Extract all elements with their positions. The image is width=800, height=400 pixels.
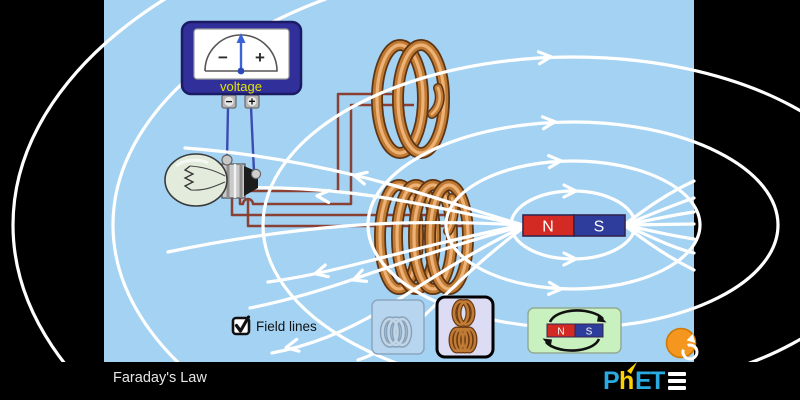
single-coil-icon (379, 316, 413, 348)
bulb-contact-knob-1 (221, 154, 233, 166)
two-loop-coil-back-loop (371, 39, 429, 159)
sim-title: Faraday's Law (113, 370, 207, 386)
bar-magnet[interactable]: N S (522, 214, 626, 237)
coil-picker (371, 295, 495, 359)
field-lines-checkbox[interactable]: Field lines (231, 315, 317, 336)
phet-logo-p: P (603, 367, 620, 395)
phet-logo-h: h (619, 367, 634, 395)
navbar-background (0, 362, 800, 400)
double-coil-icon (448, 299, 478, 354)
flip-north-label: N (557, 327, 564, 338)
field-lines-checkbox-label: Field lines (256, 319, 317, 334)
navbar: Faraday's Law P h E T (0, 362, 800, 400)
rotate-arrows-icon (542, 309, 607, 352)
gauge-plus-label: + (255, 48, 265, 67)
phet-logo-e: E (635, 367, 652, 395)
flip-button-magnet-icon: N S (546, 323, 604, 338)
phet-logo-flag-icon (627, 362, 637, 374)
magnet-north-label: N (542, 219, 554, 236)
gauge-minus-label: − (218, 48, 228, 67)
voltmeter-needle (236, 33, 246, 75)
voltmeter-label: voltage (220, 79, 262, 94)
bulb-glass (164, 153, 228, 207)
flip-magnet-button[interactable]: N S (527, 307, 622, 354)
two-loop-coil (371, 39, 450, 159)
phet-menu-button[interactable] (668, 372, 686, 390)
two-loop-coil-front-loop (392, 39, 450, 159)
reset-all-button[interactable] (665, 327, 699, 361)
single-coil-button[interactable] (371, 299, 425, 355)
terminal-positive-sign: + (248, 95, 255, 109)
flip-south-label: S (586, 327, 593, 338)
light-bulb (164, 153, 262, 207)
phet-logo: P h E T (603, 362, 665, 395)
voltmeter-wire-positive (249, 106, 256, 173)
checkbox-check-icon (234, 315, 251, 333)
voltmeter: − + − + voltage (180, 20, 303, 109)
magnet-south-label: S (594, 219, 605, 236)
coil-wire-1 (240, 92, 398, 193)
double-coil-button[interactable] (435, 295, 495, 359)
magnet-south-half[interactable] (573, 214, 626, 237)
bulb-filament (183, 165, 195, 191)
bulb-contact-knob-2 (250, 168, 262, 180)
reset-icon (681, 333, 699, 361)
terminal-negative-sign: − (225, 95, 232, 109)
bulb-glass-highlight (175, 158, 209, 168)
phet-logo-t: T (650, 367, 665, 395)
